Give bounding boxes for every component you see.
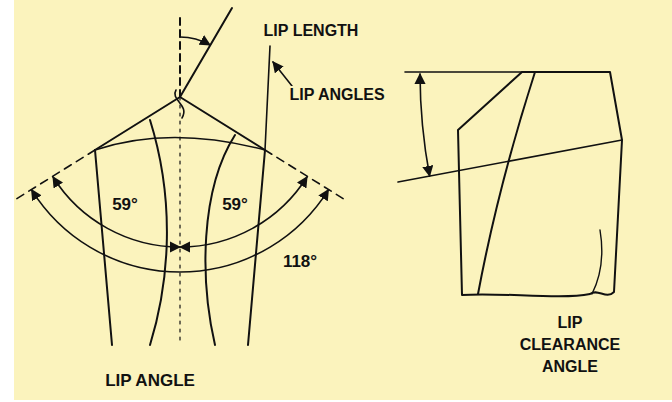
dimension-label: LIP LENGTH bbox=[262, 22, 361, 40]
flute-line bbox=[205, 135, 235, 345]
background bbox=[14, 0, 672, 400]
angle-arc bbox=[420, 74, 430, 176]
angle-arc bbox=[53, 177, 180, 247]
angle-arc bbox=[32, 190, 329, 272]
flute-line bbox=[592, 230, 602, 294]
chisel-edge bbox=[175, 90, 184, 118]
lip-extension bbox=[265, 150, 345, 200]
center-line bbox=[179, 97, 180, 345]
reference-line bbox=[180, 8, 232, 97]
drill-side-view bbox=[458, 72, 622, 296]
angle-arc bbox=[180, 177, 307, 247]
clearance-line bbox=[398, 140, 622, 182]
angle-value: 118° bbox=[281, 253, 319, 271]
reference-line bbox=[405, 71, 522, 73]
body-edge bbox=[248, 150, 265, 345]
angle-arc bbox=[180, 37, 210, 45]
dimension-label: LIP ANGLES bbox=[287, 86, 386, 104]
leader-arrow bbox=[273, 62, 292, 86]
cutting-lip bbox=[180, 97, 265, 150]
leader-line bbox=[265, 46, 270, 150]
figure-caption: LIP ANGLE bbox=[103, 372, 197, 390]
flute-line bbox=[478, 72, 535, 294]
body-edge bbox=[95, 150, 112, 345]
cutting-lip bbox=[95, 97, 180, 150]
lip-extension bbox=[15, 150, 95, 200]
axis-line bbox=[179, 15, 181, 97]
angle-value: 59° bbox=[220, 196, 250, 214]
flute-line bbox=[150, 120, 167, 345]
angle-value: 59° bbox=[110, 196, 140, 214]
figure-caption: LIP CLEARANCE ANGLE bbox=[513, 312, 627, 378]
